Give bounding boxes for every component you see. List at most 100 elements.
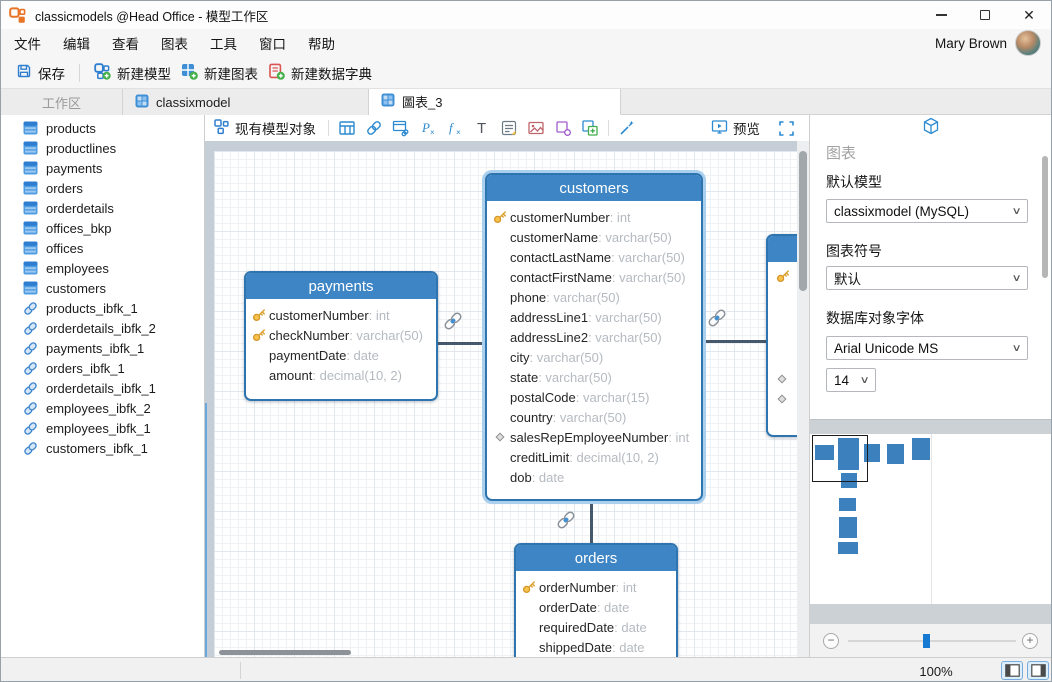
sidebar-item-productlines[interactable]: productlines (1, 138, 204, 158)
sidebar-item-customers[interactable]: customers (1, 278, 204, 298)
er-field-row[interactable]: customerNumber : int (487, 207, 701, 227)
panel-scrollbar-thumb[interactable] (1042, 156, 1048, 278)
zoom-in-button[interactable]: + (1022, 633, 1038, 649)
menu-item[interactable]: 编辑 (63, 37, 90, 52)
sidebar-item-customers_ibfk_1[interactable]: customers_ibfk_1 (1, 438, 204, 458)
menu-item[interactable]: 图表 (161, 37, 188, 52)
er-field-row[interactable]: contactLastName : varchar(50) (487, 247, 701, 267)
font-size-select[interactable]: 14 ∨ (826, 368, 876, 392)
sidebar-item-employees_ibfk_1[interactable]: employees_ibfk_1 (1, 418, 204, 438)
canvas-horizontal-scrollbar-thumb[interactable] (219, 650, 351, 655)
new-diagram-button[interactable]: 新建图表 (176, 59, 263, 87)
relation-link-icon[interactable] (555, 509, 577, 531)
sidebar-item-orderdetails[interactable]: orderdetails (1, 198, 204, 218)
function-tool-button[interactable]: f× (444, 118, 466, 138)
image-tool-button[interactable] (525, 118, 547, 138)
existing-model-objects-button[interactable]: 现有模型对象 (209, 116, 321, 140)
er-table-header[interactable]: payments (246, 273, 436, 299)
zoom-slider-handle[interactable] (923, 634, 930, 648)
relation-line[interactable] (438, 342, 485, 345)
sidebar-item-products_ibfk_1[interactable]: products_ibfk_1 (1, 298, 204, 318)
menu-item[interactable]: 查看 (112, 37, 139, 52)
sidebar-item-orders_ibfk_1[interactable]: orders_ibfk_1 (1, 358, 204, 378)
minimap[interactable] (810, 434, 1051, 604)
menu-item[interactable]: 工具 (210, 37, 237, 52)
db-object-font-select[interactable]: Arial Unicode MS ∨ (826, 336, 1028, 360)
default-model-select[interactable]: classixmodel (MySQL) ∨ (826, 199, 1028, 223)
sidebar-item-offices_bkp[interactable]: offices_bkp (1, 218, 204, 238)
relation-line[interactable] (703, 340, 766, 343)
er-field-row[interactable]: paymentDate : date (246, 345, 436, 365)
er-field-row[interactable]: postalCode : varchar(15) (487, 387, 701, 407)
user-avatar[interactable] (1015, 30, 1041, 56)
table-tool-button[interactable] (336, 118, 358, 138)
sidebar-item-employees_ibfk_2[interactable]: employees_ibfk_2 (1, 398, 204, 418)
preview-button[interactable]: 预览 (706, 116, 765, 140)
toggle-left-panel-button[interactable] (1001, 661, 1023, 680)
er-field-row[interactable]: phone : varchar(50) (487, 287, 701, 307)
er-field-row[interactable]: contactFirstName : varchar(50) (487, 267, 701, 287)
er-field-row[interactable]: customerName : varchar(50) (487, 227, 701, 247)
er-table-header[interactable]: orders (516, 545, 676, 571)
er-field-row[interactable]: dob : date (487, 467, 701, 487)
relation-link-icon[interactable] (442, 310, 464, 332)
canvas-vertical-scrollbar-thumb[interactable] (799, 151, 807, 291)
fullscreen-button[interactable] (775, 118, 797, 138)
sidebar-item-offices[interactable]: offices (1, 238, 204, 258)
er-field-row[interactable]: country : varchar(50) (487, 407, 701, 427)
menu-item[interactable]: 文件 (14, 37, 41, 52)
sidebar-item-orderdetails_ibfk_1[interactable]: orderdetails_ibfk_1 (1, 378, 204, 398)
user-area[interactable]: Mary Brown (935, 30, 1041, 56)
tab-model[interactable]: classixmodel (123, 89, 369, 115)
auto-layout-button[interactable] (616, 118, 638, 138)
sidebar-item-products[interactable]: products (1, 118, 204, 138)
er-field-row[interactable]: orderNumber : int (516, 577, 676, 597)
zoom-slider-track[interactable] (848, 634, 1016, 648)
sidebar-item-payments_ibfk_1[interactable]: payments_ibfk_1 (1, 338, 204, 358)
menu-item[interactable]: 帮助 (308, 37, 335, 52)
parameter-tool-button[interactable]: P× (417, 118, 439, 138)
er-table-header[interactable]: customers (487, 175, 701, 201)
diagram-notation-select[interactable]: 默认 ∨ (826, 266, 1028, 290)
er-field-row[interactable]: addressLine1 : varchar(50) (487, 307, 701, 327)
tab-workspace[interactable]: 工作区 (1, 89, 123, 115)
er-field-row[interactable]: customerNumber : int (246, 305, 436, 325)
sidebar-item-payments[interactable]: payments (1, 158, 204, 178)
er-field-row[interactable]: addressLine2 : varchar(50) (487, 327, 701, 347)
sidebar-item-orders[interactable]: orders (1, 178, 204, 198)
minimap-viewport[interactable] (812, 435, 868, 482)
close-button[interactable]: ✕ (1007, 1, 1051, 29)
layer-tool-button[interactable] (579, 118, 601, 138)
new-model-button[interactable]: 新建模型 (89, 59, 176, 87)
minimize-button[interactable] (919, 1, 963, 29)
tab-diagram[interactable]: 圖表_3 (369, 89, 621, 115)
relation-tool-button[interactable] (363, 118, 385, 138)
maximize-button[interactable] (963, 1, 1007, 29)
zoom-out-button[interactable]: − (823, 633, 839, 649)
new-data-dictionary-button[interactable]: 新建数据字典 (263, 59, 377, 87)
view-tool-button[interactable] (390, 118, 412, 138)
sidebar-item-orderdetails_ibfk_2[interactable]: orderdetails_ibfk_2 (1, 318, 204, 338)
text-tool-button[interactable]: T (471, 118, 493, 138)
er-field-row[interactable]: orderDate : date (516, 597, 676, 617)
er-field-row[interactable]: requiredDate : date (516, 617, 676, 637)
er-field-row[interactable]: salesRepEmployeeNumber : int (487, 427, 701, 447)
save-button[interactable]: 保存 (11, 59, 70, 87)
er-field-row[interactable]: state : varchar(50) (487, 367, 701, 387)
note-tool-button[interactable] (498, 118, 520, 138)
er-field-row[interactable]: city : varchar(50) (487, 347, 701, 367)
menu-item[interactable]: 窗口 (259, 37, 286, 52)
relation-line[interactable] (590, 501, 593, 543)
er-field-row[interactable]: checkNumber : varchar(50) (246, 325, 436, 345)
er-field-row[interactable]: shippedDate : date (516, 637, 676, 657)
toggle-right-panel-button[interactable] (1027, 661, 1049, 680)
sidebar-item-employees[interactable]: employees (1, 258, 204, 278)
er-field-row[interactable]: creditLimit : decimal(10, 2) (487, 447, 701, 467)
shape-tool-button[interactable] (552, 118, 574, 138)
relation-link-icon[interactable] (706, 307, 728, 329)
diagram-cube-icon[interactable] (810, 117, 1051, 135)
